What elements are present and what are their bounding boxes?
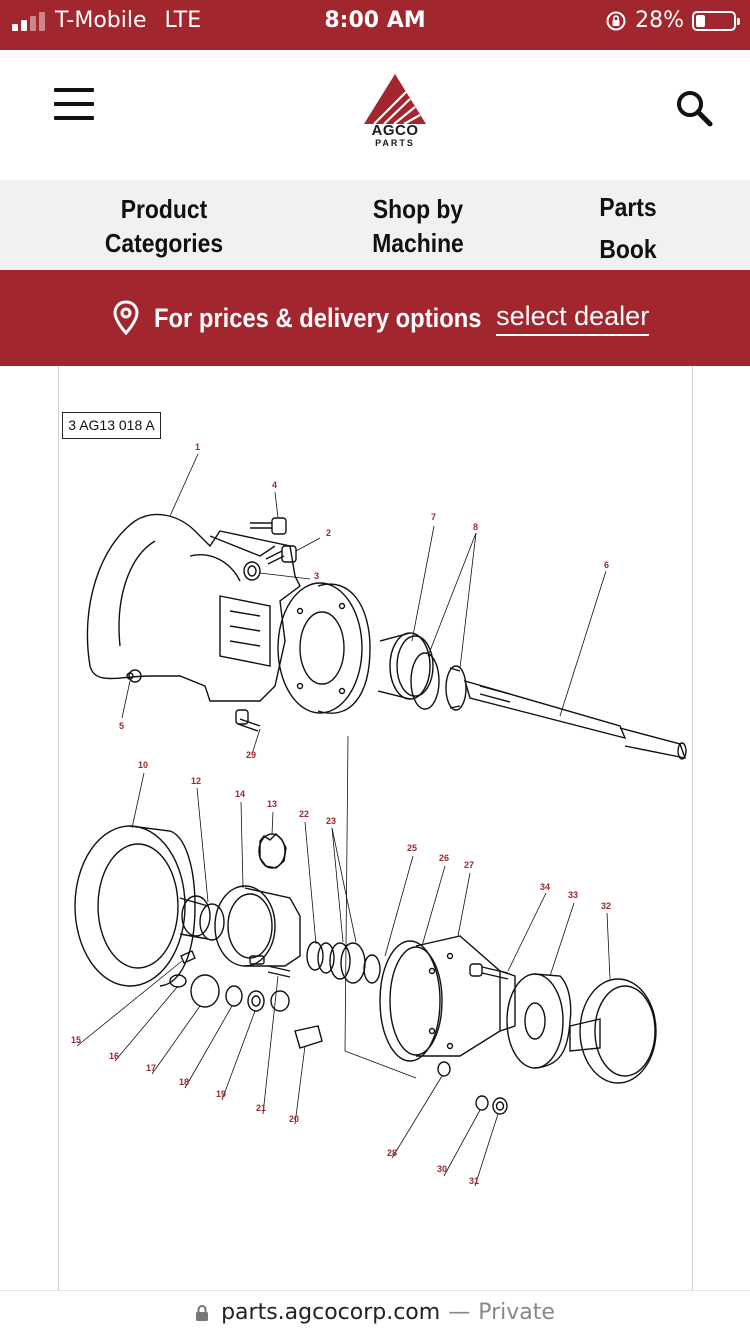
callout-20[interactable]: 20 bbox=[289, 1114, 299, 1124]
leader-lines bbox=[76, 453, 611, 1187]
callout-21[interactable]: 21 bbox=[256, 1103, 266, 1113]
planet-carrier-part bbox=[214, 885, 301, 967]
status-right: 28% bbox=[605, 8, 740, 33]
hub-part bbox=[379, 935, 516, 1062]
nav-label: Product bbox=[120, 194, 208, 224]
callout-27[interactable]: 27 bbox=[464, 860, 474, 870]
small-parts bbox=[169, 950, 508, 1115]
agco-logo-icon[interactable] bbox=[360, 72, 430, 152]
callout-19[interactable]: 19 bbox=[216, 1089, 226, 1099]
wheel-hub-part bbox=[569, 978, 657, 1084]
callout-15[interactable]: 15 bbox=[71, 1035, 81, 1045]
flange-part bbox=[277, 582, 371, 714]
bolt-lower bbox=[469, 963, 509, 980]
nav-label: Parts bbox=[599, 192, 657, 222]
ring-gear-part bbox=[74, 825, 196, 987]
dealer-prompt-text: For prices & delivery options bbox=[154, 302, 482, 333]
callout-31[interactable]: 31 bbox=[469, 1176, 479, 1186]
small-gear-part bbox=[258, 833, 287, 869]
callout-13[interactable]: 13 bbox=[267, 799, 277, 809]
callout-8[interactable]: 8 bbox=[473, 522, 478, 532]
logo-line2: PARTS bbox=[375, 138, 415, 148]
parts-diagram-area: 3 AG13 018 A bbox=[0, 366, 750, 1290]
shaft-part bbox=[463, 679, 687, 760]
select-dealer-link[interactable]: select dealer bbox=[496, 301, 650, 336]
callout-26[interactable]: 26 bbox=[439, 853, 449, 863]
callout-5[interactable]: 5 bbox=[119, 721, 124, 731]
orientation-lock-icon bbox=[606, 11, 626, 30]
callout-numbers: 1 2 3 4 5 6 7 8 29 10 12 14 13 22 23 25 … bbox=[71, 442, 611, 1186]
carrier-name: T-Mobile bbox=[55, 8, 147, 33]
nav-product-categories[interactable]: Product Categories bbox=[94, 192, 235, 260]
url-separator: — bbox=[448, 1300, 471, 1325]
callout-10[interactable]: 10 bbox=[138, 760, 148, 770]
frame-right-line bbox=[692, 366, 693, 1290]
callout-18[interactable]: 18 bbox=[179, 1077, 189, 1087]
location-pin-icon bbox=[113, 300, 139, 336]
callout-33[interactable]: 33 bbox=[568, 890, 578, 900]
callout-1[interactable]: 1 bbox=[195, 442, 200, 452]
nav-label: Categories bbox=[104, 228, 224, 258]
search-icon[interactable] bbox=[674, 88, 714, 128]
nav-parts-book[interactable]: Parts Book bbox=[584, 186, 672, 270]
callout-17[interactable]: 17 bbox=[146, 1063, 156, 1073]
battery-icon bbox=[692, 10, 740, 31]
callout-32[interactable]: 32 bbox=[601, 901, 611, 911]
callout-25[interactable]: 25 bbox=[407, 843, 417, 853]
status-left: T-Mobile LTE bbox=[12, 8, 201, 33]
callout-22[interactable]: 22 bbox=[299, 809, 309, 819]
nav-label: Machine bbox=[372, 228, 464, 258]
frame-left-line bbox=[58, 366, 59, 1290]
callout-2[interactable]: 2 bbox=[326, 528, 331, 538]
callout-6[interactable]: 6 bbox=[604, 560, 609, 570]
exploded-parts-diagram[interactable]: 1 2 3 4 5 6 7 8 29 10 12 14 13 22 23 25 … bbox=[60, 436, 700, 1266]
nav-shop-by-machine[interactable]: Shop by Machine bbox=[352, 192, 484, 260]
callout-14[interactable]: 14 bbox=[235, 789, 245, 799]
browser-url-bar[interactable]: parts.agcocorp.com — Private bbox=[0, 1290, 750, 1334]
battery-percent: 28% bbox=[635, 8, 684, 33]
url-domain: parts.agcocorp.com bbox=[221, 1300, 441, 1325]
status-bar: T-Mobile LTE 8:00 AM 28% bbox=[0, 0, 750, 50]
callout-4[interactable]: 4 bbox=[272, 480, 277, 490]
nav-label: Book bbox=[599, 234, 657, 264]
callout-29[interactable]: 29 bbox=[246, 750, 256, 760]
url-private-mode: Private bbox=[478, 1300, 555, 1325]
callout-7[interactable]: 7 bbox=[431, 512, 436, 522]
dealer-bar: For prices & delivery options select dea… bbox=[0, 270, 750, 366]
callout-23[interactable]: 23 bbox=[326, 816, 336, 826]
logo-text: AGCO PARTS bbox=[360, 122, 430, 148]
callout-3[interactable]: 3 bbox=[314, 571, 319, 581]
callout-34[interactable]: 34 bbox=[540, 882, 550, 892]
seal-rings bbox=[377, 632, 467, 711]
signal-icon bbox=[12, 11, 45, 31]
network-type: LTE bbox=[164, 8, 202, 33]
nav-label: Shop by bbox=[372, 194, 464, 224]
logo-line1: AGCO bbox=[371, 122, 419, 139]
callout-16[interactable]: 16 bbox=[109, 1051, 119, 1061]
diagram-id-label: 3 AG13 018 A bbox=[62, 412, 161, 439]
lock-icon bbox=[196, 1304, 209, 1321]
hamburger-menu-button[interactable] bbox=[54, 88, 94, 120]
housing-part bbox=[86, 513, 301, 702]
output-flange-part bbox=[506, 973, 572, 1069]
bolts-upper bbox=[235, 517, 297, 732]
site-header: AGCO PARTS bbox=[0, 50, 750, 180]
callout-28[interactable]: 28 bbox=[387, 1148, 397, 1158]
rings-lower bbox=[306, 941, 381, 984]
dealer-inner: For prices & delivery options select dea… bbox=[112, 300, 650, 336]
callout-12[interactable]: 12 bbox=[191, 776, 201, 786]
main-nav: Product Categories Shop by Machine Parts… bbox=[0, 180, 750, 270]
callout-30[interactable]: 30 bbox=[437, 1164, 447, 1174]
bushing-part bbox=[179, 895, 225, 941]
